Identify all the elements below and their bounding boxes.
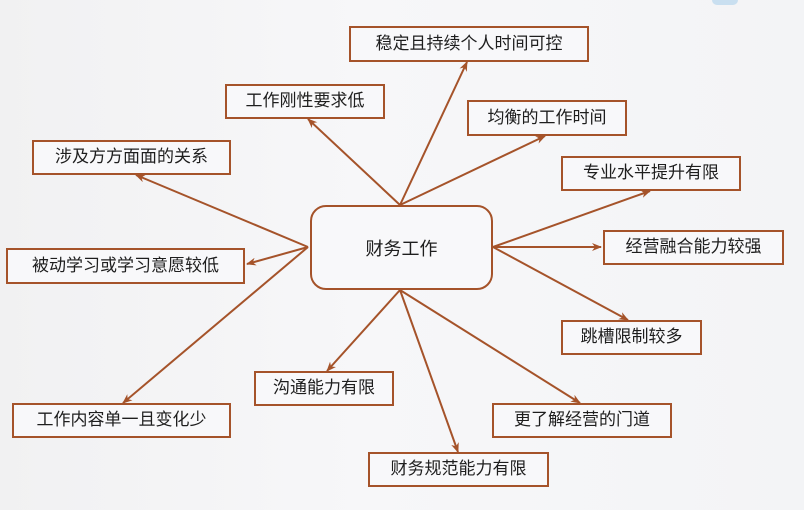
branch-stable-personal-time[interactable]: 稳定且持续个人时间可控 (349, 26, 589, 62)
branch-label: 涉及方方面面的关系 (55, 147, 208, 167)
branch-label: 更了解经营的门道 (514, 410, 650, 430)
connector-arrow (399, 135, 546, 206)
branch-understands-business[interactable]: 更了解经营的门道 (492, 403, 672, 438)
branch-label: 沟通能力有限 (273, 378, 375, 398)
connector-arrow (307, 118, 401, 206)
branch-job-switch-limits[interactable]: 跳槽限制较多 (561, 320, 702, 355)
decorative-corner-tab (712, 0, 738, 5)
branch-label: 被动学习或学习意愿较低 (32, 255, 219, 276)
branch-label: 跳槽限制较多 (580, 327, 683, 347)
branch-label: 工作刚性要求低 (245, 91, 365, 111)
branch-label: 均衡的工作时间 (487, 107, 607, 128)
branch-label: 专业水平提升有限 (583, 163, 719, 183)
branch-limited-professional-growth[interactable]: 专业水平提升有限 (561, 156, 741, 191)
branch-label: 稳定且持续个人时间可控 (375, 33, 563, 54)
branch-balanced-work-hours[interactable]: 均衡的工作时间 (467, 100, 627, 136)
branch-strong-business-integration[interactable]: 经营融合能力较强 (603, 230, 784, 265)
connector-arrow (399, 289, 581, 404)
branch-low-work-rigidity[interactable]: 工作刚性要求低 (225, 84, 385, 119)
connector-arrow (135, 174, 309, 248)
connector-arrow (399, 61, 468, 206)
central-topic-label: 财务工作 (365, 238, 438, 260)
branch-monotonous-work[interactable]: 工作内容单一且变化少 (12, 403, 231, 438)
connector-arrow (326, 289, 401, 372)
branch-limited-finance-compliance[interactable]: 财务规范能力有限 (368, 452, 549, 487)
connector-arrow (122, 246, 309, 404)
branch-limited-communication[interactable]: 沟通能力有限 (254, 371, 394, 406)
branch-label: 工作内容单一且变化少 (36, 410, 207, 430)
branch-label: 财务规范能力有限 (390, 459, 527, 479)
branch-label: 经营融合能力较强 (625, 237, 762, 257)
connector-arrow (399, 289, 459, 453)
branch-many-relationships[interactable]: 涉及方方面面的关系 (32, 140, 231, 175)
branch-passive-learning[interactable]: 被动学习或学习意愿较低 (6, 248, 245, 284)
central-topic-finance-work[interactable]: 财务工作 (310, 205, 493, 290)
connector-arrow (246, 246, 309, 266)
connector-arrow (492, 246, 629, 321)
connector-arrow (492, 190, 651, 248)
